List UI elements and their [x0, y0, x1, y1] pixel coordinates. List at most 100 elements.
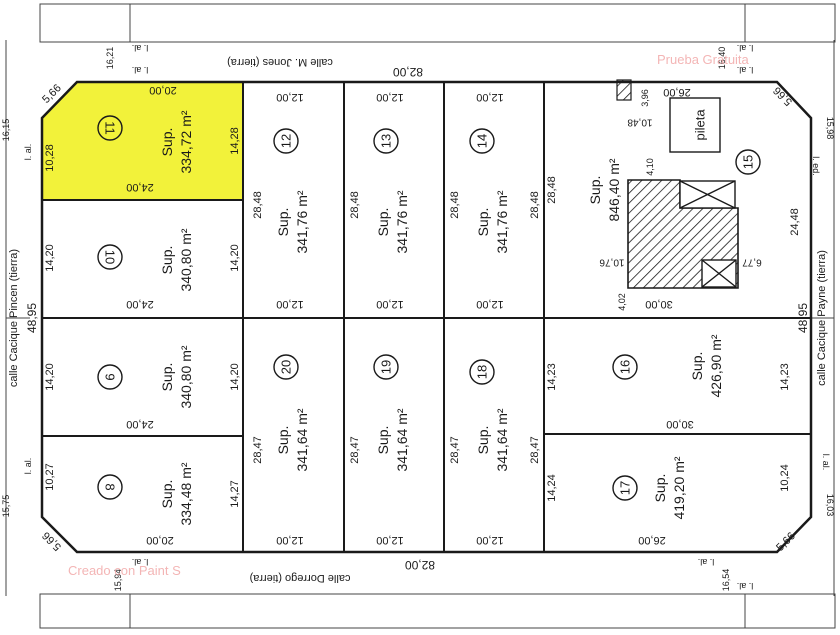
pool-label: pileta — [693, 109, 708, 141]
sup-label: Sup. — [375, 426, 391, 455]
measure-bottom-left: 15,94 — [113, 569, 123, 592]
lot-number[interactable]: 8 — [103, 483, 118, 490]
dim: 30,00 — [645, 298, 673, 310]
dim: 6,77 — [742, 257, 762, 268]
lot-number[interactable]: 18 — [475, 365, 490, 379]
lot-15-buildings — [616, 79, 739, 289]
dim: 24,00 — [126, 298, 154, 310]
measure-top-left: 16,21 — [105, 47, 115, 70]
lot-area: 419,20 m² — [671, 456, 687, 519]
measure-right-bottom: 16,03 — [825, 494, 835, 517]
lot-area: 846,40 m² — [606, 158, 622, 221]
lot-11-highlight[interactable] — [42, 82, 243, 200]
dim: 4,10 — [645, 158, 655, 176]
lot-area: 426,90 m² — [708, 334, 724, 397]
lot-area: 341,76 m² — [394, 190, 410, 253]
lot-number[interactable]: 17 — [618, 481, 633, 495]
dim: 28,47 — [449, 436, 461, 464]
line-label: l. al. — [132, 557, 149, 567]
sup-label: Sup. — [689, 352, 705, 381]
sup-label: Sup. — [275, 208, 291, 237]
block-length-bottom: 82,00 — [405, 558, 435, 572]
lot-number[interactable]: 15 — [741, 155, 756, 169]
dim: 10,27 — [44, 463, 56, 491]
line-label: l. al. — [737, 65, 754, 75]
sup-label: Sup. — [159, 246, 175, 275]
dim: 3,96 — [640, 89, 650, 107]
dim: 12,00 — [476, 534, 504, 546]
street-top: calle M. Jones (tierra) — [227, 56, 333, 68]
street-bottom: calle Dorrego (tierra) — [250, 572, 351, 584]
dim: 14,20 — [229, 244, 241, 272]
street-left: calle Cacique Pincen (tierra) — [8, 249, 20, 387]
lot-number[interactable]: 13 — [379, 134, 394, 148]
lot-number[interactable]: 9 — [103, 373, 118, 380]
lot-numbers: 11 10 9 8 12 13 14 20 19 18 15 16 17 — [103, 121, 756, 495]
lot-area: 341,76 m² — [494, 190, 510, 253]
lot-number[interactable]: 16 — [618, 360, 633, 374]
watermark-top-right: Prueba Gratuita — [657, 52, 749, 67]
sup-label: Sup. — [375, 208, 391, 237]
line-label: l. al. — [23, 458, 33, 475]
surrounding-lines — [5, 3, 836, 629]
watermark-bottom-left: Creado con Paint S — [68, 563, 181, 578]
dim: 20,00 — [146, 534, 174, 546]
pool-small-box — [616, 79, 632, 101]
dim: 24,00 — [126, 418, 154, 430]
lot-area: 341,64 m² — [294, 408, 310, 471]
sup-label: Sup. — [475, 208, 491, 237]
sup-label: Sup. — [159, 128, 175, 157]
lot-area: 341,64 m² — [494, 408, 510, 471]
line-label: l. al. — [132, 43, 149, 53]
lot-area: 334,72 m² — [178, 110, 194, 173]
block-length-left: 48,95 — [25, 303, 39, 333]
dim: 28,48 — [252, 191, 264, 219]
measure-top-right: 16,40 — [717, 47, 727, 70]
measure-right-top: 15,98 — [825, 117, 835, 140]
sup-label: Sup. — [159, 480, 175, 509]
dim: 26,00 — [663, 86, 691, 98]
dim: 28,48 — [529, 191, 541, 219]
dim: 12,00 — [476, 298, 504, 310]
dim: 12,00 — [376, 91, 404, 103]
pool — [669, 97, 721, 153]
dim: 10,76 — [599, 257, 624, 268]
dim: 12,00 — [276, 534, 304, 546]
dim: 14,23 — [779, 363, 791, 391]
block-outline — [40, 80, 813, 554]
dim: 28,47 — [252, 436, 264, 464]
lot-number[interactable]: 19 — [379, 360, 394, 374]
chamfer-bottom-left: 5,66 — [40, 529, 64, 553]
dim: 4,02 — [617, 293, 627, 311]
lot-areas: Sup.334,72 m² Sup.340,80 m² Sup.340,80 m… — [159, 110, 724, 525]
house-box-top — [679, 180, 736, 209]
chamfer-top-right: 5,66 — [771, 84, 795, 108]
sup-label: Sup. — [587, 176, 603, 205]
lot-number[interactable]: 14 — [475, 134, 490, 148]
measure-bottom-right: 16,54 — [721, 569, 731, 592]
dim: 28,48 — [546, 176, 558, 204]
line-label: l. ed. — [811, 156, 821, 176]
lot-number[interactable]: 12 — [279, 134, 294, 148]
sup-label: Sup. — [159, 363, 175, 392]
dim: 28,47 — [349, 436, 361, 464]
lot-area: 340,80 m² — [178, 345, 194, 408]
dim: 20,00 — [149, 84, 177, 96]
dim: 14,28 — [229, 127, 241, 155]
line-label: l. al. — [23, 144, 33, 161]
lot-area: 334,48 m² — [178, 462, 194, 525]
lot-number[interactable]: 20 — [279, 360, 294, 374]
house-box-bottom — [701, 259, 737, 288]
dim: 24,00 — [126, 181, 154, 193]
dim: 12,00 — [276, 298, 304, 310]
outer-measures: 16,21 l. al. l. al. 16,40 l. al. l. al. … — [1, 43, 835, 591]
line-label: l. al. — [132, 65, 149, 75]
dim: 14,20 — [229, 363, 241, 391]
lot-number[interactable]: 11 — [103, 121, 118, 135]
lot-number[interactable]: 10 — [103, 250, 118, 264]
dim: 14,20 — [44, 363, 56, 391]
lot-circles — [97, 115, 761, 501]
street-right: calle Cacique Payne (tierra) — [816, 250, 828, 386]
line-label: l. al. — [737, 43, 754, 53]
